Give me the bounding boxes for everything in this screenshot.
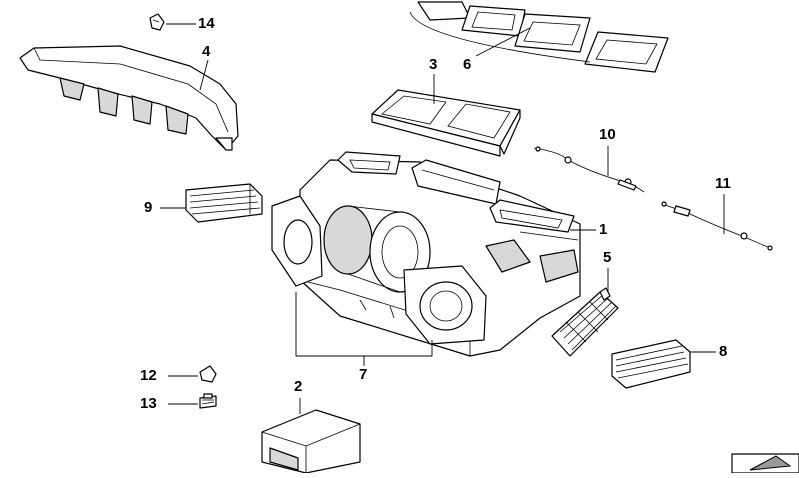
part-3-top-grille bbox=[371, 89, 521, 157]
part-13-screw bbox=[199, 393, 217, 409]
part-10-cable bbox=[533, 146, 645, 193]
part-9-louver-vent bbox=[185, 183, 263, 223]
callout-5: 5 bbox=[603, 249, 612, 266]
callout-1: 1 bbox=[599, 221, 608, 238]
part-4-air-duct bbox=[19, 45, 239, 151]
part-6-filter-frames bbox=[409, 1, 669, 73]
callout-14: 14 bbox=[198, 15, 215, 32]
part-12-clip bbox=[199, 365, 217, 383]
corner-badge bbox=[731, 453, 799, 474]
callout-13: 13 bbox=[140, 395, 157, 412]
part-7-intake-frames bbox=[271, 195, 487, 345]
part-8-louver-vent bbox=[611, 339, 691, 389]
part-11-cable bbox=[661, 201, 773, 251]
part-1-heater-housing bbox=[299, 151, 581, 357]
part-2-filter-box bbox=[261, 409, 361, 474]
callout-12: 12 bbox=[140, 367, 157, 384]
callout-2: 2 bbox=[294, 378, 303, 395]
callout-6: 6 bbox=[463, 56, 472, 73]
callout-7: 7 bbox=[359, 366, 368, 383]
callout-9: 9 bbox=[144, 199, 153, 216]
leader-lines bbox=[160, 23, 725, 414]
callout-10: 10 bbox=[599, 126, 616, 143]
callout-8: 8 bbox=[719, 343, 728, 360]
callout-3: 3 bbox=[429, 56, 438, 73]
callout-11: 11 bbox=[715, 175, 731, 192]
part-5-filter-grid bbox=[551, 287, 619, 357]
part-14-clip bbox=[149, 13, 165, 31]
callout-4: 4 bbox=[202, 43, 211, 60]
